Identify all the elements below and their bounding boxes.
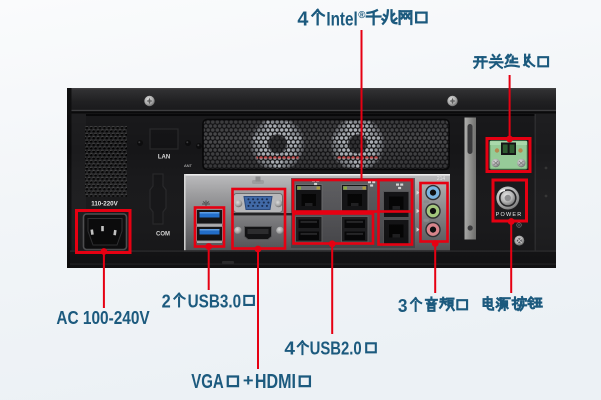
svg-text:VGA: VGA [191,371,224,393]
svg-text:®: ® [358,10,366,21]
svg-text:+: + [243,371,254,390]
svg-text:AC 100-240V: AC 100-240V [56,308,149,328]
svg-text:4: 4 [297,8,309,30]
svg-text:USB3.0: USB3.0 [188,290,242,311]
svg-text:HDMI: HDMI [255,371,296,393]
svg-text:2: 2 [162,290,171,311]
svg-text:Intel: Intel [326,9,357,30]
svg-text:USB2.0: USB2.0 [310,337,362,358]
svg-text:4: 4 [284,337,295,358]
svg-text:3: 3 [398,296,408,316]
